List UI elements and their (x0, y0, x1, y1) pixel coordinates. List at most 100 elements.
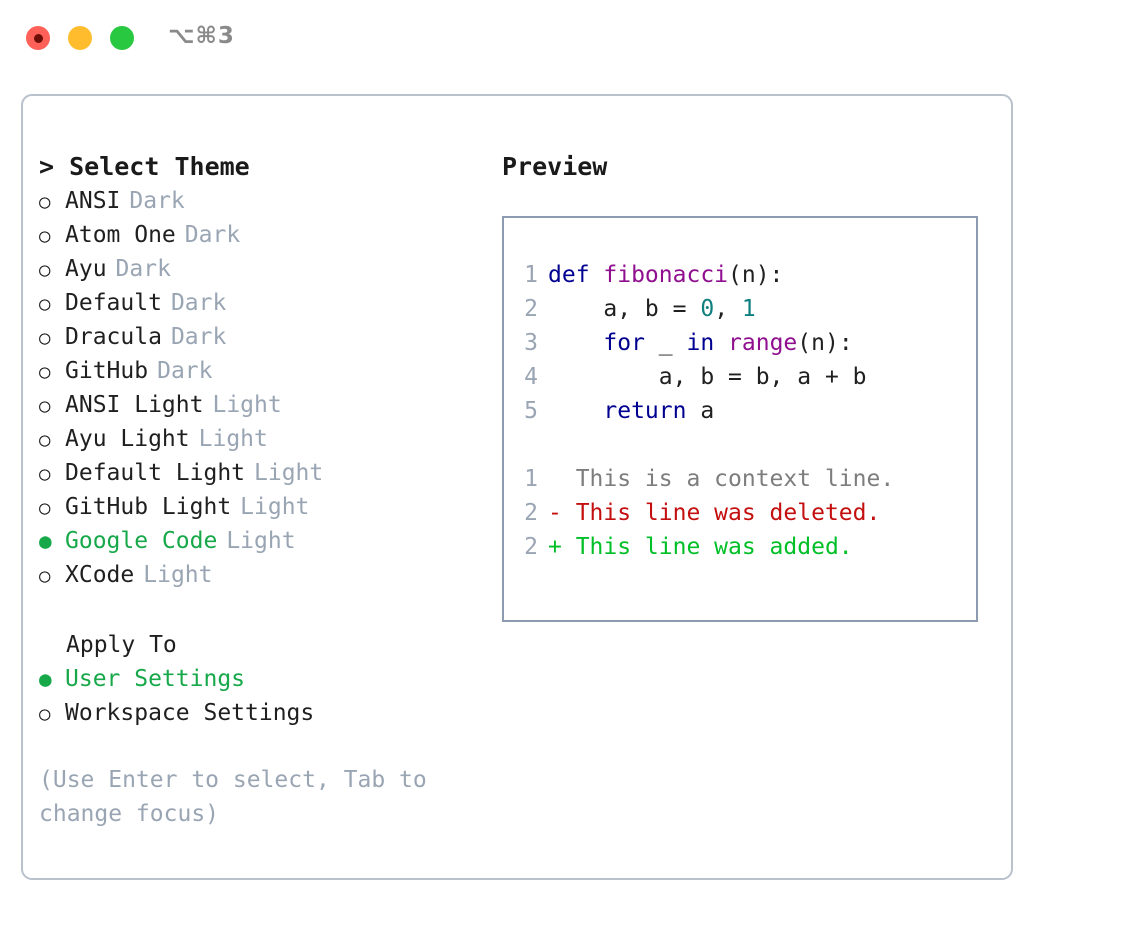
radio-empty-icon: ○ (39, 327, 51, 349)
code-line-content: a, b = b, a + b (548, 364, 867, 390)
theme-option-github[interactable]: ○ GitHub Dark (39, 354, 489, 388)
theme-name: Default (65, 290, 162, 316)
code-token-txt: , (714, 296, 742, 322)
theme-name: Ayu (65, 256, 107, 282)
line-number: 2 (524, 500, 538, 526)
diff-line-ctx: 1 This is a context line. (518, 462, 970, 496)
theme-kind-badge: Dark (157, 358, 213, 384)
minimize-button[interactable] (68, 26, 92, 50)
apply-to-section: Apply To ●User Settings○Workspace Settin… (39, 628, 489, 730)
select-theme-heading: > Select Theme (39, 152, 250, 181)
theme-name: ANSI Light (65, 392, 204, 418)
theme-kind-badge: Dark (115, 256, 171, 282)
theme-name: Google Code (65, 528, 218, 554)
apply-to-option-user-settings[interactable]: ● User Settings (39, 662, 489, 696)
diff-sample: 1 This is a context line.2- This line wa… (518, 462, 970, 564)
line-number: 1 (524, 466, 538, 492)
radio-empty-icon: ○ (39, 565, 51, 587)
line-number: 5 (524, 398, 538, 424)
theme-option-default[interactable]: ○ Default Dark (39, 286, 489, 320)
code-token-fn: range (728, 330, 798, 356)
theme-kind-badge: Dark (129, 188, 185, 214)
radio-empty-icon: ○ (39, 361, 51, 383)
code-token-txt (714, 330, 728, 356)
theme-option-ayu[interactable]: ○ Ayu Dark (39, 252, 489, 286)
theme-kind-badge: Light (198, 426, 268, 452)
theme-kind-badge: Dark (170, 324, 227, 350)
code-token-kw: def (548, 262, 604, 288)
radio-selected-icon: ● (39, 529, 52, 553)
apply-to-options[interactable]: ● User Settings ○Workspace Settings (39, 662, 489, 730)
code-token-num: 1 (741, 296, 756, 322)
code-line: 3 for _ in range(n): (518, 326, 970, 360)
radio-empty-icon: ○ (39, 259, 51, 281)
radio-empty-icon: ○ (39, 429, 51, 451)
line-number: 3 (524, 330, 538, 356)
theme-option-default-light[interactable]: ○ Default Light Light (39, 456, 489, 490)
diff-line-content: This is a context line. (548, 466, 895, 492)
close-button[interactable] (26, 26, 50, 50)
code-token-kw: for (603, 330, 645, 356)
theme-kind-badge: Light (254, 460, 324, 486)
code-token-fn: fibonacci (603, 262, 729, 288)
code-token-txt: a, b = (548, 296, 701, 322)
title-bar: ⌥⌘3 (0, 0, 1140, 78)
keyboard-shortcut-label: ⌥⌘3 (168, 23, 235, 49)
apply-to-option-workspace-settings[interactable]: ○Workspace Settings (39, 696, 489, 730)
theme-name: Ayu Light (65, 426, 190, 452)
line-number: 2 (524, 534, 538, 560)
code-token-num: 0 (700, 296, 715, 322)
line-number: 1 (524, 262, 538, 288)
theme-name: Atom One (65, 222, 176, 248)
apply-to-option-label: User Settings (65, 666, 246, 692)
theme-option-ayu-light[interactable]: ○ Ayu Light Light (39, 422, 489, 456)
apply-to-option-label: Workspace Settings (65, 700, 315, 726)
theme-kind-badge: Dark (170, 290, 227, 316)
theme-option-dracula[interactable]: ○ Dracula Dark (39, 320, 489, 354)
radio-selected-icon: ● (39, 667, 52, 691)
diff-line-del: 2- This line was deleted. (518, 496, 970, 530)
radio-empty-icon: ○ (39, 293, 51, 315)
code-line: 5 return a (518, 394, 970, 428)
keyboard-hint-text: (Use Enter to select, Tab to change focu… (39, 767, 441, 827)
line-number: 4 (524, 364, 538, 390)
diff-line-add: 2 + This line was added. (518, 530, 970, 564)
radio-empty-icon: ○ (39, 191, 51, 213)
code-token-txt: a (686, 398, 715, 424)
theme-name: XCode (65, 562, 135, 588)
code-line-content: a, b = 0, 1 (548, 296, 756, 322)
code-token-punct: (n): (728, 262, 784, 288)
diff-line-content: + This line was added. (548, 534, 853, 560)
code-token-punct: (n): (797, 330, 853, 356)
theme-name: Default Light (65, 460, 246, 486)
code-token-txt (548, 330, 603, 356)
radio-empty-icon: ○ (39, 497, 51, 519)
theme-name: Dracula (65, 324, 162, 350)
theme-name: GitHub (65, 358, 149, 384)
code-line: 2 a, b = 0, 1 (518, 292, 970, 326)
code-line-content: for _ in range(n): (548, 330, 853, 356)
radio-empty-icon: ○ (39, 463, 51, 485)
code-line: 1 def fibonacci(n): (518, 258, 970, 292)
code-line-content: return a (548, 398, 714, 424)
code-token-txt (548, 398, 603, 424)
theme-kind-badge: Light (212, 392, 282, 418)
zoom-button[interactable] (110, 26, 134, 50)
traffic-light-group (26, 26, 134, 50)
code-token-kw: in (686, 330, 715, 356)
code-line: 4 a, b = b, a + b (518, 360, 970, 394)
